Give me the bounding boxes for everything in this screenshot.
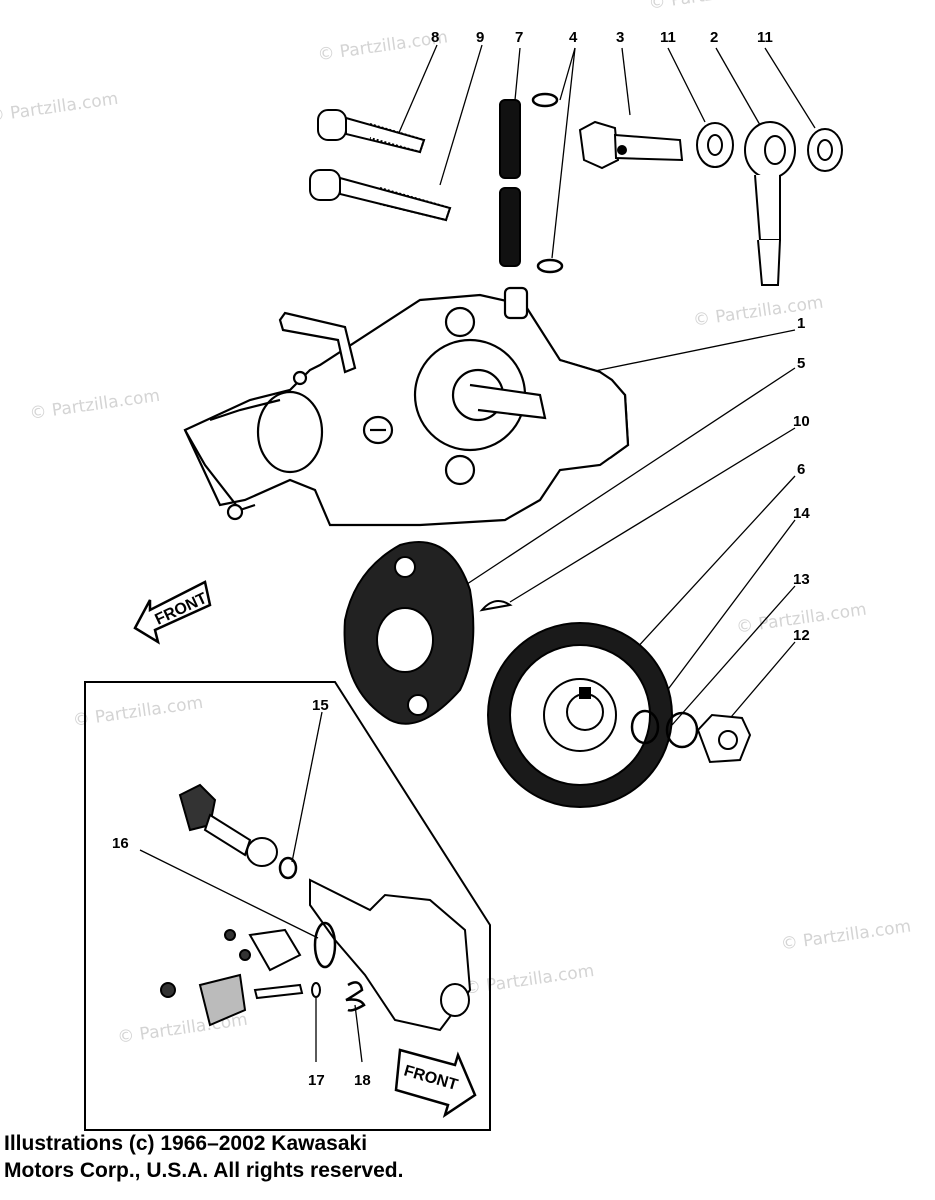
callout-11-left: 11 bbox=[660, 29, 676, 46]
callout-9: 9 bbox=[476, 29, 484, 46]
copyright-notice: Illustrations (c) 1966–2002 Kawasaki Mot… bbox=[4, 1130, 403, 1184]
copyright-line-1: Illustrations (c) 1966–2002 Kawasaki bbox=[4, 1132, 368, 1155]
part-16-o-ring bbox=[313, 921, 337, 969]
watermark-11: © Partzilla.com bbox=[780, 916, 913, 954]
part-9-bolt bbox=[309, 169, 452, 222]
callout-7: 7 bbox=[515, 29, 523, 46]
callout-6: 6 bbox=[797, 461, 805, 478]
watermark-2: © Partzilla.com bbox=[316, 27, 449, 65]
callout-5: 5 bbox=[797, 355, 805, 372]
watermark-4: © Partzilla.com bbox=[28, 386, 161, 424]
callout-17: 17 bbox=[308, 1072, 325, 1089]
part-2-banjo-fitting bbox=[744, 121, 796, 286]
callout-18: 18 bbox=[354, 1072, 371, 1089]
callout-14: 14 bbox=[793, 505, 810, 522]
watermark-3: © Partzilla.com bbox=[647, 0, 780, 14]
part-14-washer bbox=[630, 709, 660, 745]
part-17-o-ring bbox=[311, 982, 321, 998]
part-15-o-ring bbox=[278, 856, 298, 880]
leader-lines bbox=[139, 44, 816, 1063]
part-10-key bbox=[479, 600, 513, 612]
callout-16: 16 bbox=[112, 835, 129, 852]
copyright-line-2: Motors Corp., U.S.A. All rights reserved… bbox=[4, 1159, 404, 1182]
callout-15: 15 bbox=[312, 697, 329, 714]
callout-3: 3 bbox=[616, 29, 624, 46]
watermark-10: © Partzilla.com bbox=[463, 961, 596, 999]
callout-8: 8 bbox=[431, 29, 439, 46]
callout-4: 4 bbox=[569, 29, 578, 46]
part-1-pump-body bbox=[183, 286, 630, 527]
inset-pump-assembly bbox=[160, 783, 472, 1032]
callout-11-right: 11 bbox=[757, 29, 773, 46]
part-3-banjo-bolt bbox=[578, 120, 684, 170]
part-18-spring bbox=[345, 981, 366, 1012]
part-8-bolt bbox=[317, 109, 426, 154]
callout-13: 13 bbox=[793, 571, 810, 588]
watermark-7: © Partzilla.com bbox=[72, 693, 205, 731]
part-11-washers bbox=[696, 122, 843, 172]
callout-12: 12 bbox=[793, 627, 810, 644]
part-12-nut bbox=[696, 713, 752, 764]
front-arrow-upper: FRONT bbox=[133, 580, 212, 645]
part-7-pins bbox=[499, 99, 521, 267]
callout-1: 1 bbox=[797, 315, 805, 332]
watermark-1: © Partzilla.com bbox=[0, 89, 119, 127]
part-6-gear bbox=[487, 622, 673, 808]
front-arrow-lower: FRONT bbox=[394, 1048, 477, 1118]
callout-10: 10 bbox=[793, 413, 810, 430]
part-4-clips bbox=[531, 92, 564, 274]
callout-2: 2 bbox=[710, 29, 718, 46]
part-5-gasket bbox=[343, 541, 475, 725]
callout-numbers: 8 9 7 4 3 11 2 11 1 5 10 6 14 13 12 15 1… bbox=[112, 29, 810, 1089]
inset-detail-frame bbox=[84, 681, 491, 1131]
